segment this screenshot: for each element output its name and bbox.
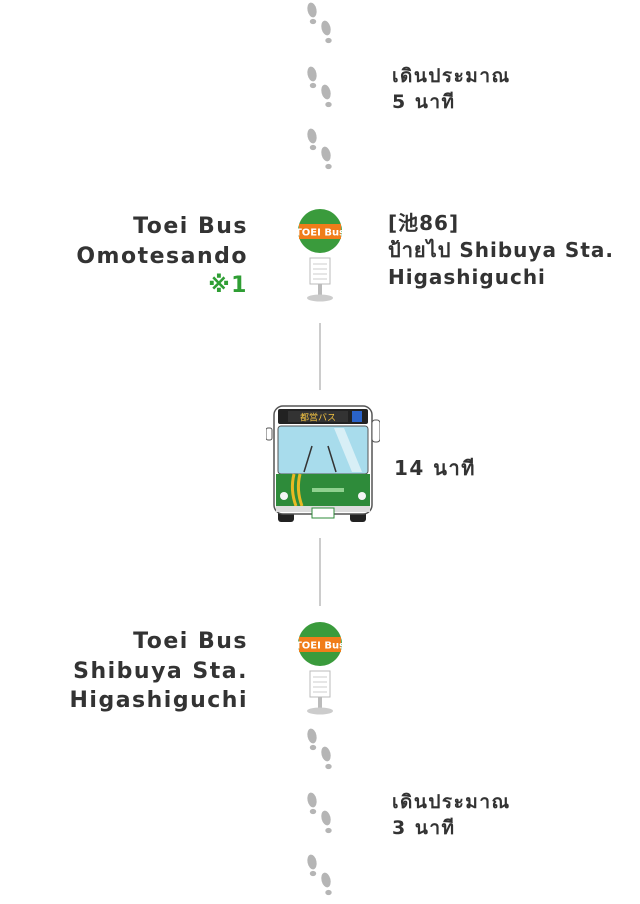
footprints-icon bbox=[306, 791, 333, 834]
footprints-icon bbox=[306, 127, 333, 170]
ride-duration: 14 นาที bbox=[394, 456, 476, 480]
stop-name-line: Shibuya Sta. bbox=[73, 658, 248, 684]
route-id: [池86] bbox=[388, 211, 460, 235]
bus-stop-sign-icon: TOEI Bus bbox=[296, 209, 344, 302]
walk-duration-top: เดินประมาณ 5 นาที bbox=[392, 64, 511, 115]
walk-duration-bottom: เดินประมาณ 3 นาที bbox=[392, 790, 511, 841]
walk-label: เดินประมาณ bbox=[392, 65, 511, 87]
footprints-icon bbox=[306, 727, 333, 770]
route-connector-line bbox=[319, 538, 321, 606]
route-direction: ป้ายไป Shibuya Sta. bbox=[388, 238, 614, 262]
walk-label: เดินประมาณ bbox=[392, 791, 511, 813]
sign-label: TOEI Bus bbox=[296, 228, 344, 239]
stop-name-line: Toei Bus bbox=[133, 629, 248, 654]
bus-stop-sign-icon: TOEI Bus bbox=[296, 622, 344, 715]
stop-name-line: Toei Bus bbox=[133, 214, 248, 239]
route-info: [池86] ป้ายไป Shibuya Sta. Higashiguchi bbox=[388, 210, 614, 291]
alighting-stop-name: Toei Bus Shibuya Sta. Higashiguchi bbox=[0, 627, 248, 716]
bus-icon: 都営バス bbox=[266, 405, 380, 522]
stop-name-line: Higashiguchi bbox=[69, 688, 248, 714]
boarding-stop-name: Toei Bus Omotesando ※1 bbox=[0, 212, 248, 301]
bus-destination-display: 都営バス bbox=[300, 412, 336, 424]
sign-label: TOEI Bus bbox=[296, 641, 344, 652]
stop-name-line: Omotesando bbox=[76, 243, 248, 269]
footprints-icon bbox=[306, 65, 333, 108]
stop-note: ※1 bbox=[208, 273, 248, 299]
footprints-icon bbox=[306, 853, 333, 896]
route-direction: Higashiguchi bbox=[388, 265, 546, 289]
walk-minutes: 5 นาที bbox=[392, 90, 456, 113]
footprints-icon bbox=[306, 1, 333, 44]
walk-minutes: 3 นาที bbox=[392, 816, 456, 839]
route-connector-line bbox=[319, 323, 321, 390]
